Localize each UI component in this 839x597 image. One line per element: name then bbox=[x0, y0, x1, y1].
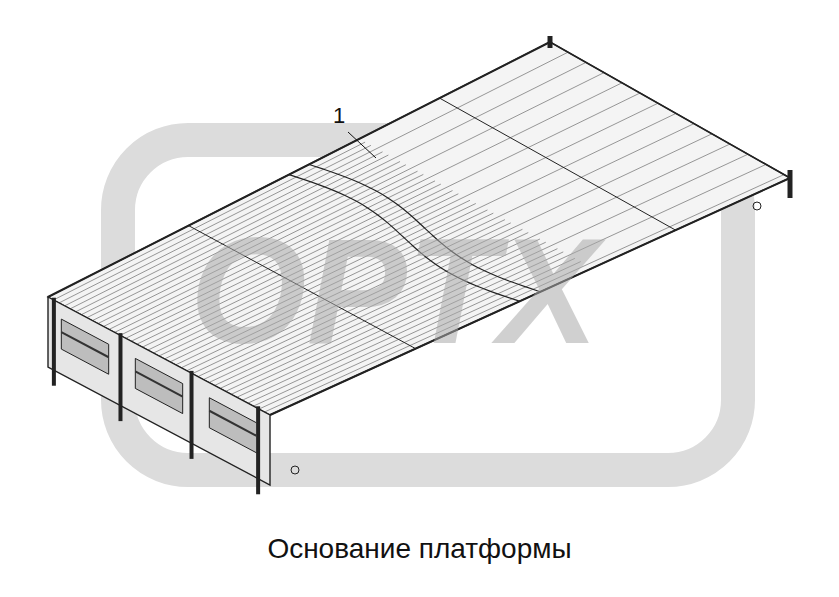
board-panel bbox=[209, 398, 256, 453]
leader-line bbox=[348, 132, 376, 158]
panel-rib bbox=[209, 411, 256, 436]
rear-edge bbox=[550, 42, 790, 178]
hook bbox=[753, 202, 761, 210]
board-panel bbox=[61, 319, 108, 374]
watermark: OPTX bbox=[190, 205, 598, 378]
board-post bbox=[190, 371, 194, 459]
caption: Основание платформы bbox=[0, 533, 839, 565]
callout-number: 1 bbox=[333, 103, 345, 129]
panel-rib bbox=[135, 371, 182, 396]
panel-rib bbox=[61, 332, 108, 357]
hook bbox=[291, 466, 299, 474]
board-post bbox=[118, 333, 122, 421]
board-post bbox=[52, 298, 56, 386]
board-panel bbox=[135, 358, 182, 413]
rear-post bbox=[788, 170, 793, 198]
rear-post bbox=[548, 36, 553, 48]
